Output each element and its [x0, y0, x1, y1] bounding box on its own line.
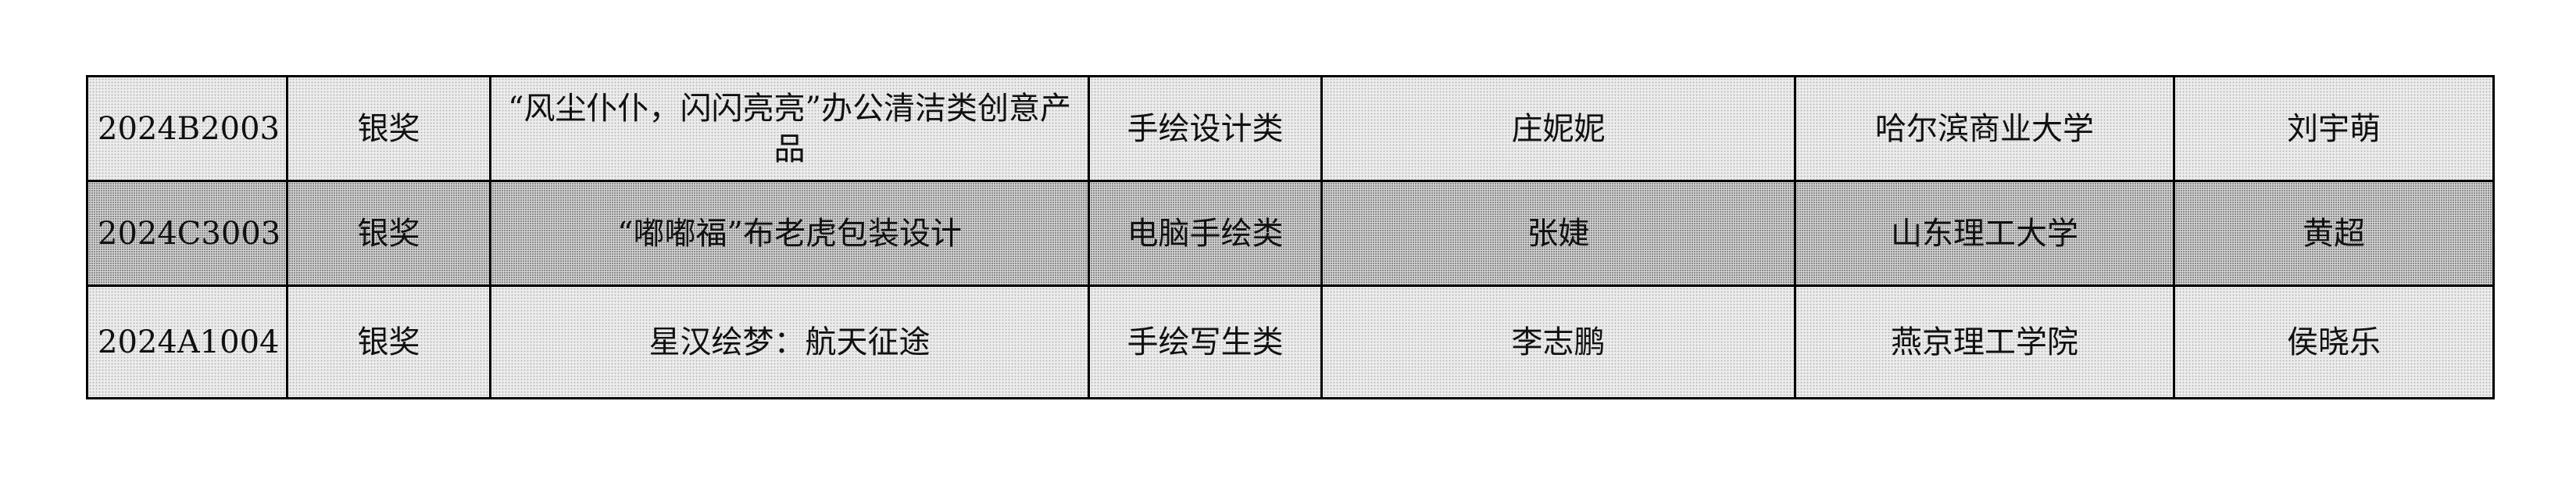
work-title-cell: “风尘仆仆，闪闪亮亮”办公清洁类创意产品: [489, 75, 1090, 182]
category-cell: 手绘设计类: [1088, 75, 1323, 182]
advisor-cell: 刘宇萌: [2173, 75, 2495, 182]
advisor-cell: 黄超: [2173, 180, 2495, 287]
table-row: 2024C3003 银奖 “嘟嘟福”布老虎包装设计 电脑手绘类 张婕 山东理工大…: [86, 180, 2495, 287]
category-cell: 手绘写生类: [1088, 285, 1323, 399]
author-cell: 李志鹏: [1320, 285, 1796, 399]
school-cell: 山东理工大学: [1794, 180, 2175, 287]
entry-id-cell: 2024C3003: [86, 180, 288, 287]
entry-id-cell: 2024A1004: [86, 285, 288, 399]
advisor-cell: 侯晓乐: [2173, 285, 2495, 399]
author-cell: 庄妮妮: [1320, 75, 1796, 182]
entry-id-cell: 2024B2003: [86, 75, 288, 182]
author-cell: 张婕: [1320, 180, 1796, 287]
table-row: 2024A1004 银奖 星汉绘梦：航天征途 手绘写生类 李志鹏 燕京理工学院 …: [86, 285, 2495, 399]
table-row: 2024B2003 银奖 “风尘仆仆，闪闪亮亮”办公清洁类创意产品 手绘设计类 …: [86, 75, 2495, 182]
work-title-cell: “嘟嘟福”布老虎包装设计: [489, 180, 1090, 287]
award-table: 2024B2003 银奖 “风尘仆仆，闪闪亮亮”办公清洁类创意产品 手绘设计类 …: [86, 75, 2495, 399]
school-cell: 燕京理工学院: [1794, 285, 2175, 399]
award-cell: 银奖: [286, 180, 491, 287]
award-cell: 银奖: [286, 285, 491, 399]
award-cell: 银奖: [286, 75, 491, 182]
category-cell: 电脑手绘类: [1088, 180, 1323, 287]
work-title-cell: 星汉绘梦：航天征途: [489, 285, 1090, 399]
school-cell: 哈尔滨商业大学: [1794, 75, 2175, 182]
